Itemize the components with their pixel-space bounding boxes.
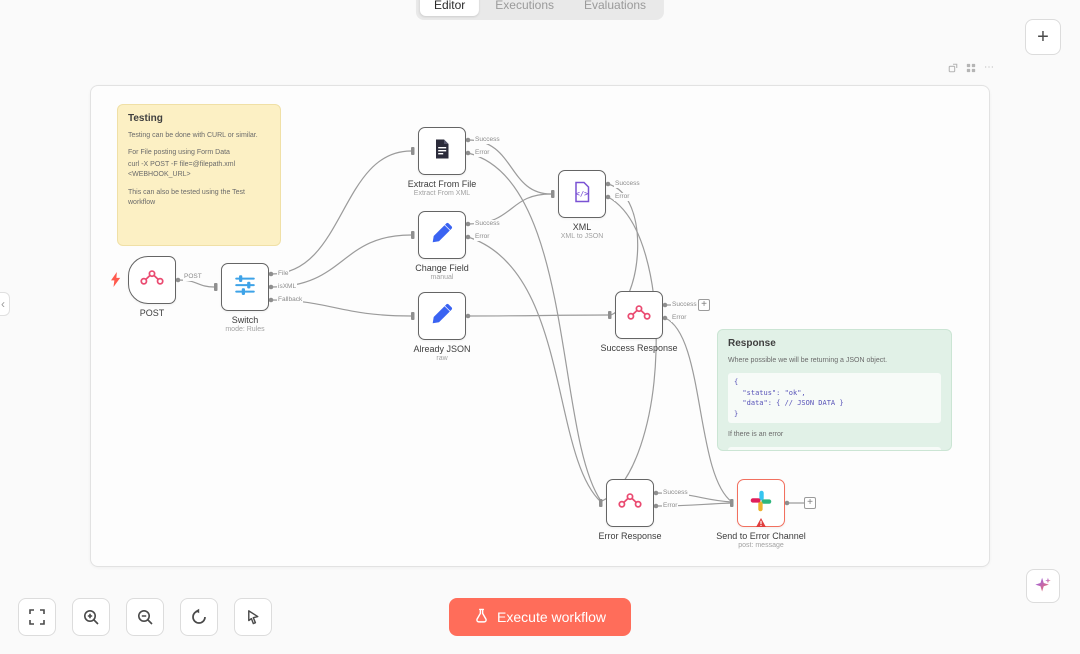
node-title: Switch [231,315,259,325]
node-post-webhook[interactable]: POST [111,256,176,318]
warning-icon [756,514,766,532]
tab-evaluations[interactable]: Evaluations [584,0,647,12]
edge-label-post: POST [183,273,203,281]
svg-text:</>: </> [576,190,589,198]
edge-label-isxml: isXML [277,283,298,291]
sticky-note-response[interactable]: Response Where possible we will be retur… [717,329,952,451]
slack-icon [748,488,774,519]
sticky-text: Where possible we will be returning a JS… [728,357,888,364]
pencil-icon [430,302,454,331]
edge-label-error: Error [671,314,688,322]
fit-view-button[interactable] [18,598,56,636]
edge-label-error: Error [474,149,491,157]
view-tabs: Editor Executions Evaluations [415,0,665,20]
code-block-ok: { "status": "ok", "data": { // JSON DATA… [728,373,941,424]
edge-label-success: Success [662,489,689,497]
node-subtitle: Extract From XML [413,190,471,197]
canvas-grid-icon[interactable] [966,63,976,73]
code-block-error: { "status": "error", [728,447,941,450]
file-extract-icon [430,137,454,166]
ai-assistant-button[interactable] [1026,569,1060,603]
n8n-icon [139,265,165,296]
node-xml[interactable]: </> XML XML to JSON [558,170,606,240]
tidy-up-button[interactable] [234,598,272,636]
execute-workflow-button[interactable]: Execute workflow [449,598,631,636]
node-title: Change Field [415,263,469,273]
edge-label-success: Success [474,136,501,144]
node-success-response[interactable]: Success Response [600,291,678,353]
node-subtitle: post: message [738,542,784,549]
tab-executions[interactable]: Executions [495,0,555,12]
edge-label-file: File [277,270,290,278]
sticky-title: Testing [128,113,163,124]
add-node-button[interactable]: + [1025,19,1061,55]
node-already-json[interactable]: Already JSON raw [413,292,471,362]
sticky-text: This can also be tested using the Test w… [128,188,245,206]
node-error-response[interactable]: Error Response [598,479,662,541]
sticky-text: If there is an error [728,431,784,439]
sticky-text: curl -X POST -F file=@filepath.xml <WEBH… [128,161,236,179]
zoom-in-button[interactable] [72,598,110,636]
sticky-text: For File posting using Form Data [128,149,230,157]
edge-label-error: Error [662,502,679,510]
node-title: XML [572,222,592,232]
sticky-title: Response [728,338,776,349]
node-change-field[interactable]: Change Field manual [415,211,469,281]
canvas-popout-icon[interactable] [948,63,958,73]
sticky-text: Testing can be done with CURL or similar… [128,132,258,139]
flask-icon [474,608,489,626]
execute-workflow-label: Execute workflow [497,609,606,625]
collapse-panel-button[interactable]: ‹ [0,292,10,316]
edge-label-error: Error [474,233,491,241]
canvas-actions: ⋯ [948,63,994,73]
n8n-icon [626,300,652,331]
node-extract-from-file[interactable]: Extract From File Extract From XML [408,127,476,197]
node-title: Extract From File [407,179,477,189]
add-connection-button[interactable]: + [804,497,816,509]
node-subtitle: raw [436,355,448,362]
pencil-icon [430,221,454,250]
node-title: Error Response [598,531,662,541]
node-subtitle: XML to JSON [560,233,604,240]
node-title: Already JSON [413,344,471,354]
n8n-icon [617,488,643,519]
edge-label-fallback: Fallback [277,296,304,304]
canvas-more-icon[interactable]: ⋯ [984,62,994,73]
edge-label-error: Error [614,193,631,201]
sparkles-icon [1034,576,1052,597]
sticky-note-testing[interactable]: Testing Testing can be done with CURL or… [117,104,281,246]
node-subtitle: mode: Rules [225,326,265,333]
node-title: POST [139,308,165,318]
node-subtitle: manual [430,274,454,281]
node-title: Send to Error Channel [716,531,806,541]
zoom-out-button[interactable] [126,598,164,636]
edge-label-success: Success [671,301,698,309]
sliders-icon [232,272,258,303]
node-switch[interactable]: Switch mode: Rules [221,263,269,333]
webhook-trigger-icon [111,272,121,292]
node-send-to-error-channel[interactable]: Send to Error Channel post: message [716,479,806,549]
node-title: Success Response [600,343,678,353]
tab-editor[interactable]: Editor [419,0,480,16]
edge-label-success: Success [614,180,641,188]
reset-zoom-button[interactable] [180,598,218,636]
add-connection-button[interactable]: + [698,299,710,311]
xml-file-icon: </> [570,180,594,209]
edge-label-success: Success [474,220,501,228]
